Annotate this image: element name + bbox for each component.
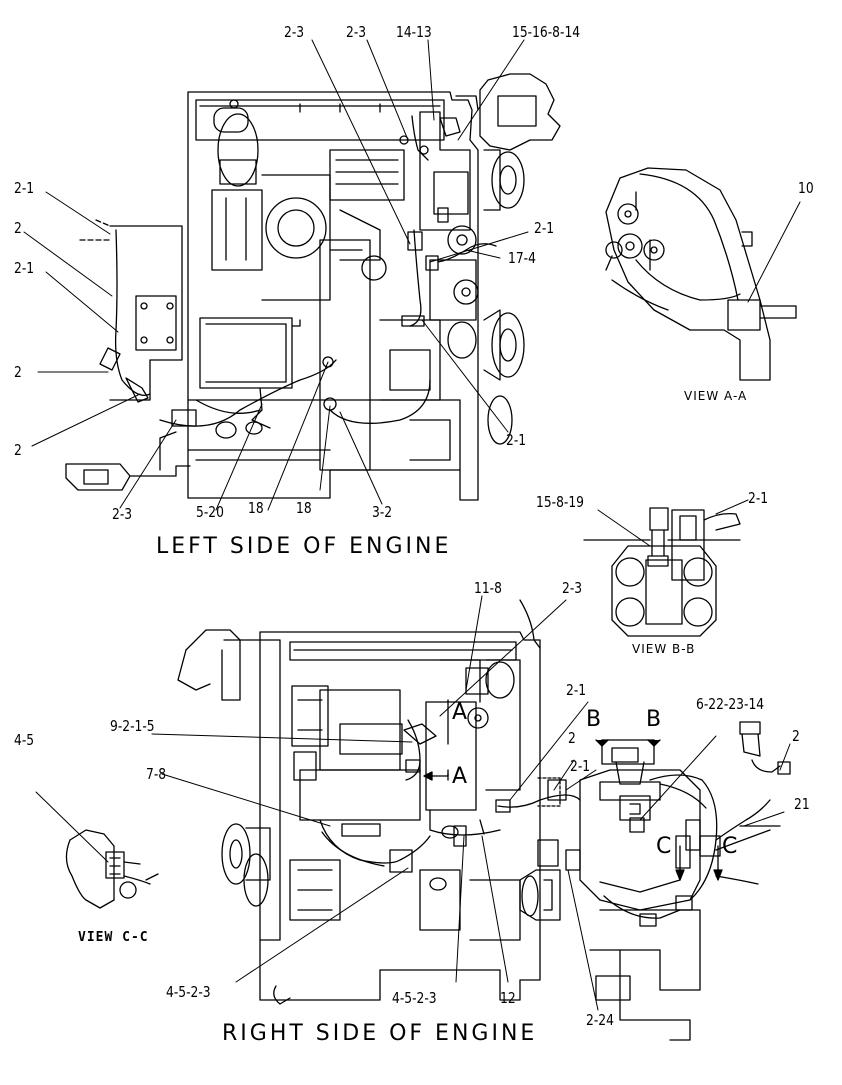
callout-6-22-23-14: 6-22-23-14 xyxy=(696,695,765,713)
view-aa-drawing xyxy=(605,167,797,381)
view-bb-leaders xyxy=(597,499,749,547)
section-a-top: A xyxy=(452,700,468,725)
callout-2-3: 2-3 xyxy=(112,505,133,523)
callout-2: 2 xyxy=(14,363,22,381)
callout-15-16-8-14: 15-16-8-14 xyxy=(512,23,581,41)
left-side-title: LEFT SIDE OF ENGINE xyxy=(156,534,452,559)
right-side-engine-drawing xyxy=(177,599,581,1005)
callout-2-1: 2-1 xyxy=(748,489,769,507)
right-side-title: RIGHT SIDE OF ENGINE xyxy=(222,1021,538,1046)
section-c-right: C xyxy=(722,834,738,859)
callout-18: 18 xyxy=(248,499,264,517)
section-c-left: C xyxy=(656,834,672,859)
right-module-drawing xyxy=(537,721,791,1041)
callout-2-3: 2-3 xyxy=(346,23,367,41)
callout-14-13: 14-13 xyxy=(396,23,432,41)
left-leader-lines xyxy=(23,39,529,511)
section-b-left: B xyxy=(586,707,602,732)
view-bb-label: VIEW B-B xyxy=(632,642,696,656)
callout-2-3: 2-3 xyxy=(284,23,305,41)
callout-7-8: 7-8 xyxy=(146,765,167,783)
callout-9-2-1-5: 9-2-1-5 xyxy=(110,717,155,735)
view-aa-label: VIEW A-A xyxy=(684,389,748,403)
callout-2-1: 2-1 xyxy=(570,757,591,775)
callout-12: 12 xyxy=(500,989,516,1007)
section-a-bottom: A xyxy=(452,764,468,789)
callout-21: 21 xyxy=(794,795,810,813)
callout-5-20: 5-20 xyxy=(196,503,224,521)
view-cc-drawing xyxy=(65,829,159,909)
right-leader-lines xyxy=(35,595,791,1011)
callout-2-1: 2-1 xyxy=(566,681,587,699)
callout-2: 2 xyxy=(568,729,576,747)
callout-3-2: 3-2 xyxy=(372,503,393,521)
leader-10 xyxy=(747,201,801,303)
callout-2-1: 2-1 xyxy=(14,179,35,197)
callout-4-5-2-3: 4-5-2-3 xyxy=(392,989,437,1007)
callout-2-1: 2-1 xyxy=(506,431,527,449)
callout-2: 2 xyxy=(14,441,22,459)
callout-2-1: 2-1 xyxy=(14,259,35,277)
callout-15-8-19: 15-8-19 xyxy=(536,493,585,511)
callout-11-8: 11-8 xyxy=(474,579,502,597)
callout-17-4: 17-4 xyxy=(508,249,536,267)
section-b-right: B xyxy=(646,707,662,732)
callout-2-3: 2-3 xyxy=(562,579,583,597)
callout-18: 18 xyxy=(296,499,312,517)
callout-4-5: 4-5 xyxy=(14,731,35,749)
callout-2: 2 xyxy=(14,219,22,237)
view-cc-label: VIEW C-C xyxy=(78,930,149,945)
left-side-engine-drawing xyxy=(65,73,561,501)
view-bb-drawing xyxy=(583,507,741,637)
callout-2-1: 2-1 xyxy=(534,219,555,237)
callout-2: 2 xyxy=(792,727,800,745)
callout-4-5-2-3: 4-5-2-3 xyxy=(166,983,211,1001)
callout-10: 10 xyxy=(798,179,814,197)
callout-2-24: 2-24 xyxy=(586,1011,614,1029)
